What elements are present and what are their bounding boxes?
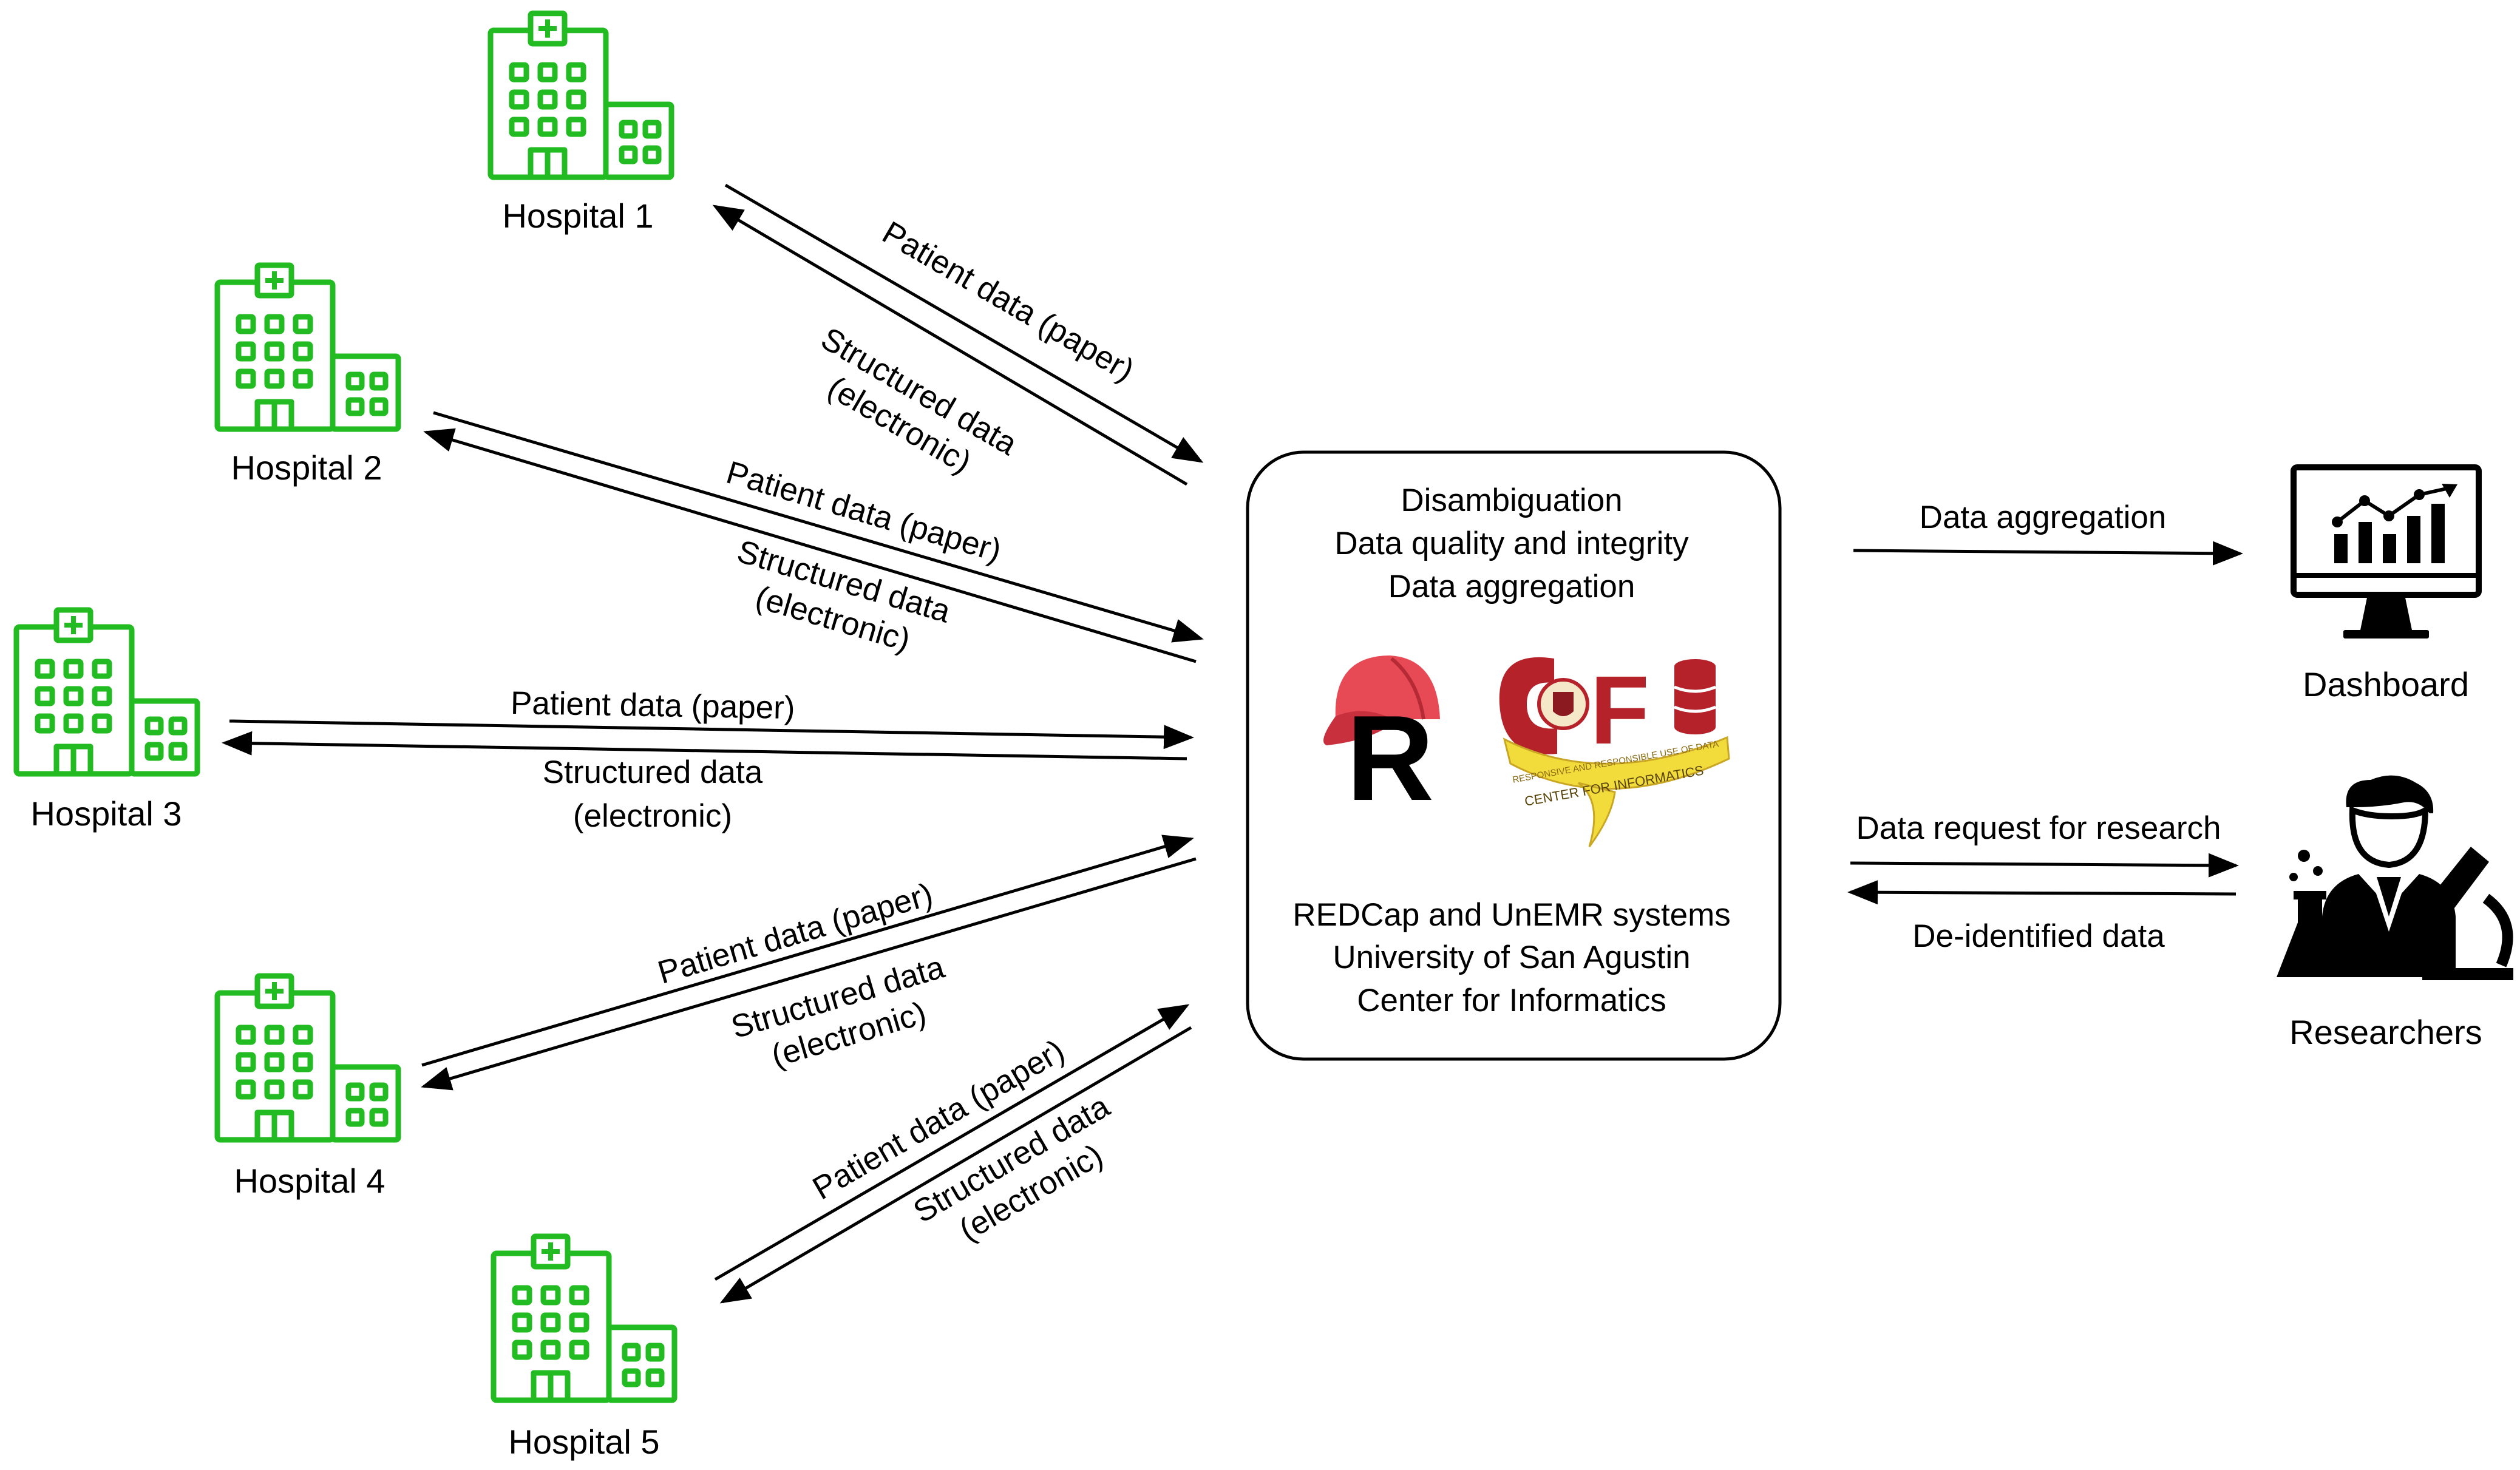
researcher-icon <box>2277 775 2513 980</box>
center-informatics-label: Center for Informatics <box>1357 983 1666 1018</box>
redcap-logo: R <box>1323 655 1440 826</box>
structured-data-label: Structured data (electronic) <box>815 320 1023 480</box>
svg-text:Structured data: Structured data <box>543 754 763 790</box>
hospital-icon <box>217 976 398 1140</box>
svg-text:F: F <box>1590 655 1649 764</box>
flow-arrow-to-hospital <box>423 428 1197 663</box>
structured-data-label: Structured data (electronic) <box>543 754 763 834</box>
flow-arrow-to-center <box>421 835 1194 1067</box>
center-task-quality: Data quality and integrity <box>1334 526 1689 561</box>
hospital-label: Hospital 3 <box>30 794 182 833</box>
flow-arrow-to-hospital <box>712 205 1188 486</box>
flow-arrow-to-center <box>724 183 1204 463</box>
hospital-icon <box>217 265 398 429</box>
hospital-label: Hospital 2 <box>231 449 382 487</box>
dashboard-label: Dashboard <box>2303 665 2469 703</box>
flow-arrow-to-dashboard <box>1853 541 2243 566</box>
patient-data-label: Patient data (paper) <box>877 215 1141 389</box>
aggregation-flow-label: Data aggregation <box>1920 500 2167 535</box>
center-task-disambiguation: Disambiguation <box>1401 483 1622 518</box>
hospital-icon <box>491 13 671 177</box>
svg-text:(electronic): (electronic) <box>573 798 732 834</box>
center-systems-label: REDCap and UnEMR systems <box>1292 897 1731 933</box>
flow-arrow-to-hospital <box>719 1026 1192 1304</box>
center-university-label: University of San Agustin <box>1333 940 1690 975</box>
flow-arrow-to-center <box>714 1004 1190 1281</box>
hospital-label: Hospital 4 <box>234 1162 385 1200</box>
svg-text:R: R <box>1347 691 1434 826</box>
flow-arrow-to-researchers <box>1850 853 2239 878</box>
flow-arrow-to-hospital <box>421 857 1197 1091</box>
flow-arrow-to-hospital <box>222 731 1187 760</box>
flow-arrow-to-center <box>433 411 1204 643</box>
researchers-label: Researchers <box>2289 1013 2482 1051</box>
flow-arrow-from-researchers <box>1847 880 2236 905</box>
hospital-label: Hospital 1 <box>502 197 653 235</box>
patient-data-label: Patient data (paper) <box>511 685 795 726</box>
structured-data-label: Structured data (electronic) <box>727 949 949 1074</box>
deidentified-data-label: De-identified data <box>1912 918 2165 954</box>
data-request-label: Data request for research <box>1856 810 2221 846</box>
flow-arrow-to-center <box>229 719 1194 750</box>
dashboard-icon <box>2291 464 2482 638</box>
hospital-label: Hospital 5 <box>508 1423 659 1461</box>
structured-data-label: Structured data (electronic) <box>733 533 955 659</box>
hospital-icon <box>494 1236 674 1400</box>
center-task-aggregation: Data aggregation <box>1388 569 1635 605</box>
hospital-icon <box>16 610 197 774</box>
